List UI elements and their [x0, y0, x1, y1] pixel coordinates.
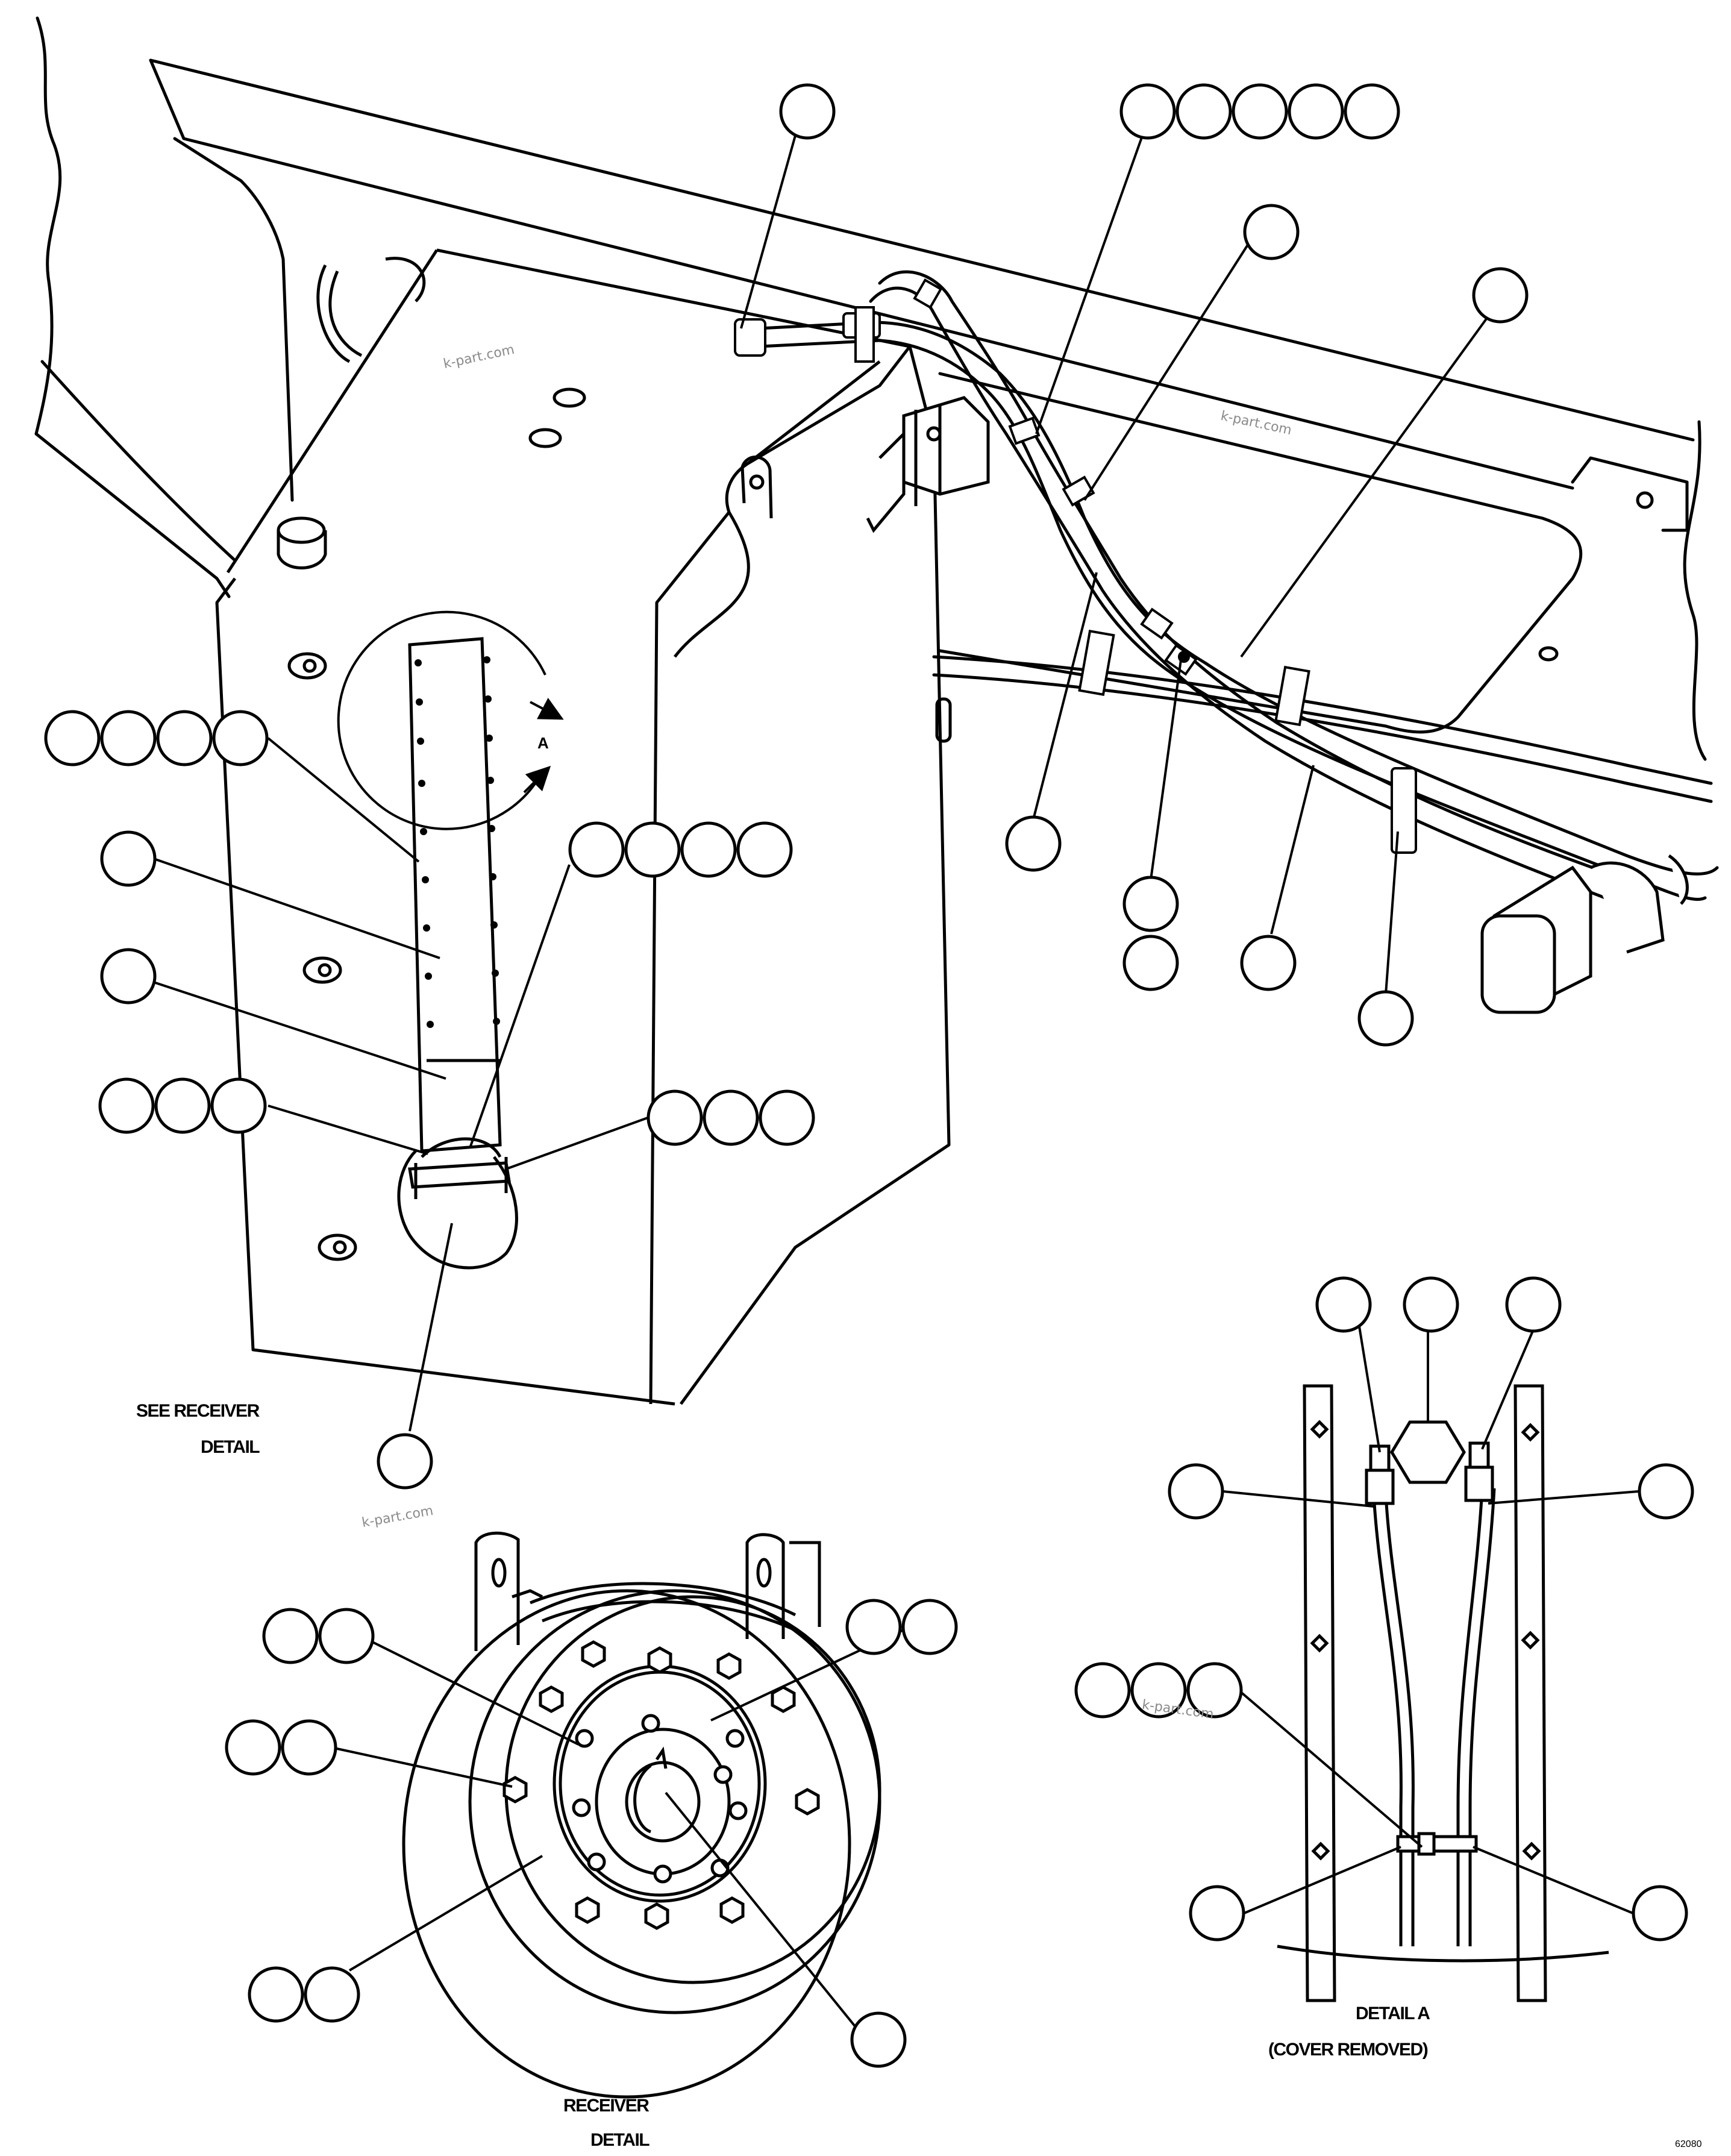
- detail-a-line1: DETAIL A: [1356, 2004, 1430, 2023]
- tank-mount-bolt: [302, 956, 342, 984]
- detail-a-indicator: [337, 610, 564, 830]
- machine-frame: [34, 16, 1713, 803]
- callout-bubble-1: [779, 83, 836, 140]
- detail-a-line2: (COVER REMOVED): [1268, 2040, 1429, 2060]
- receiver-detail-line1: RECEIVER: [563, 2096, 650, 2116]
- callouts: [44, 83, 1529, 1490]
- receiver-detail-line2: DETAIL: [590, 2130, 650, 2150]
- hydraulic-hoses: [757, 270, 1719, 906]
- see-receiver-detail-line2: DETAIL: [201, 1437, 260, 1457]
- receiver-detail-view: [225, 1531, 958, 2099]
- hose-fittings: [734, 278, 1417, 854]
- rotation-mark-label: A: [537, 734, 549, 752]
- detail-a-view: [1074, 1276, 1694, 2002]
- receiver-body: [397, 1137, 518, 1270]
- tank-mount-bolt: [318, 1233, 357, 1261]
- tank-mount-bolt: [287, 652, 327, 680]
- drawing-number: 62080: [1675, 2139, 1702, 2149]
- callout-bubble-group: [1119, 83, 1400, 140]
- valve-block: [866, 396, 990, 533]
- rear-cylinder: [1480, 854, 1689, 1014]
- cover-strip: [408, 637, 502, 1153]
- see-receiver-detail-line1: SEE RECEIVER: [136, 1401, 260, 1421]
